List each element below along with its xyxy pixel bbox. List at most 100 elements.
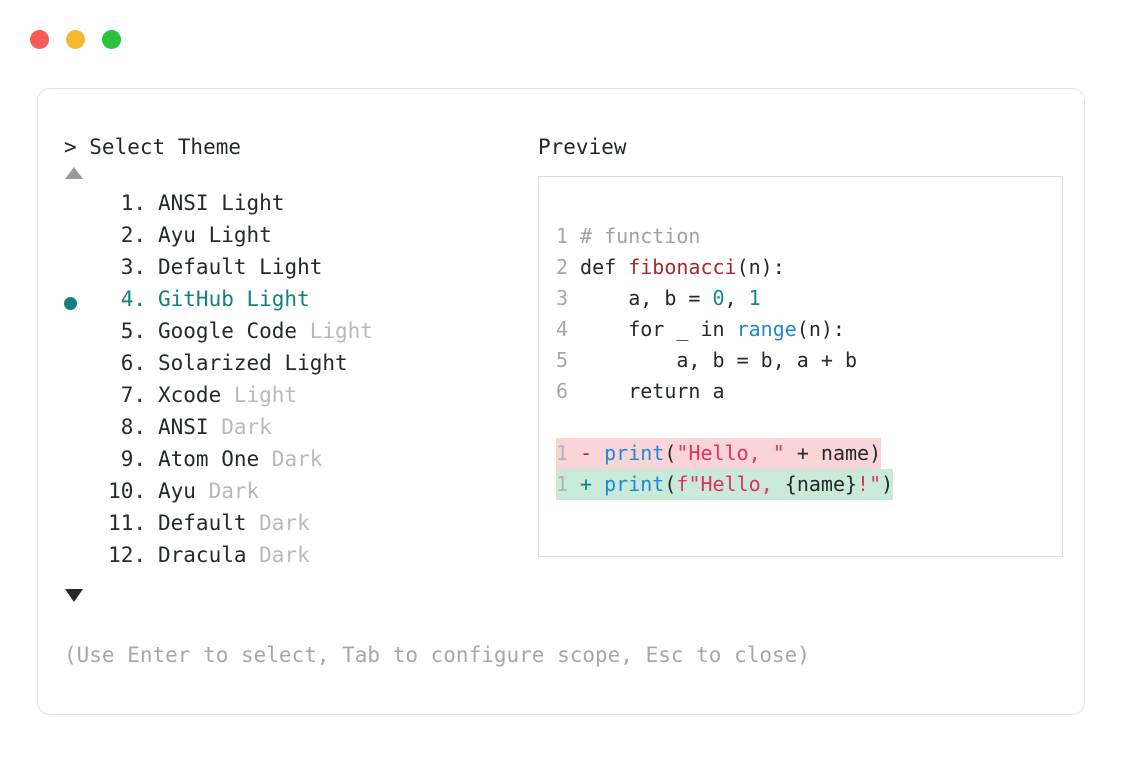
theme-item-variant: Dark — [246, 543, 310, 567]
code-token: a, b = — [568, 286, 713, 310]
code-token: ( — [664, 441, 677, 465]
code-line: 6 return a — [556, 376, 1062, 407]
diff-sign: + — [568, 472, 593, 496]
code-token — [592, 472, 604, 496]
theme-item-variant: Light — [208, 191, 285, 215]
theme-list-item[interactable]: 8. ANSI Dark — [64, 415, 534, 447]
code-token: a, b = b, a + b — [568, 348, 857, 372]
theme-item-name: Google Code — [158, 319, 298, 343]
theme-item-index: 11. — [108, 511, 146, 535]
code-token: print — [604, 441, 665, 465]
theme-list-item[interactable]: 10.Ayu Dark — [64, 479, 534, 511]
selection-bullet-slot — [64, 287, 94, 319]
theme-item-name: ANSI — [158, 191, 209, 215]
minimize-button[interactable] — [66, 30, 85, 49]
selection-bullet-slot — [64, 319, 94, 351]
triangle-down-icon[interactable] — [65, 589, 83, 602]
maximize-button[interactable] — [102, 30, 121, 49]
line-number: 1 — [556, 472, 569, 496]
theme-item-variant: Light — [297, 319, 373, 343]
theme-item-variant: Light — [195, 223, 272, 247]
theme-list-item[interactable]: 5.Google Code Light — [64, 319, 534, 351]
code-token: (n): — [736, 255, 785, 279]
line-number: 4 — [556, 317, 569, 341]
preview-label: Preview — [538, 135, 627, 159]
theme-list-item[interactable]: 3.Default Light — [64, 255, 534, 287]
code-token: , — [724, 286, 749, 310]
diff-sign: - — [568, 441, 593, 465]
theme-item-name: Solarized — [158, 351, 272, 375]
code-line: 4 for _ in range(n): — [556, 314, 1062, 345]
theme-item-name: Ayu — [158, 223, 196, 247]
line-number: 5 — [556, 348, 569, 372]
line-number: 1 — [556, 224, 569, 248]
code-line: 3 a, b = 0, 1 — [556, 283, 1062, 314]
theme-list-item[interactable]: 7.Xcode Light — [64, 383, 534, 415]
theme-item-name: GitHub — [158, 287, 234, 311]
code-token: 0 — [712, 286, 725, 310]
theme-item-index: 3. — [120, 255, 146, 279]
code-token: return a — [568, 379, 725, 403]
keyboard-hint: (Use Enter to select, Tab to configure s… — [64, 643, 810, 667]
code-token: # function — [580, 224, 701, 248]
theme-item-variant: Dark — [259, 447, 323, 471]
theme-item-index: 1. — [120, 191, 146, 215]
selection-bullet-slot — [64, 511, 94, 543]
theme-item-index: 4. — [120, 287, 146, 311]
triangle-up-icon[interactable] — [65, 167, 83, 179]
close-button[interactable] — [30, 30, 49, 49]
selection-bullet-slot — [64, 255, 94, 287]
line-number: 2 — [556, 255, 569, 279]
theme-item-name: Xcode — [158, 383, 222, 407]
theme-item-index: 12. — [108, 543, 146, 567]
theme-item-index: 9. — [120, 447, 146, 471]
theme-item-index: 2. — [120, 223, 146, 247]
code-token: def — [580, 255, 629, 279]
selection-bullet-slot — [64, 191, 94, 223]
selection-bullet-slot — [64, 223, 94, 255]
theme-list-item[interactable]: 2. Ayu Light — [64, 223, 534, 255]
code-token: fibonacci — [628, 255, 737, 279]
code-token: range — [736, 317, 797, 341]
diff-line-removed: 1 - print("Hello, " + name) — [556, 438, 882, 469]
theme-list-item[interactable]: 4. GitHub Light — [64, 287, 534, 319]
code-token: !" — [857, 472, 882, 496]
theme-item-variant: Dark — [246, 511, 310, 535]
theme-item-variant: Light — [271, 351, 348, 375]
theme-item-name: Atom One — [158, 447, 260, 471]
selection-bullet-icon — [64, 296, 77, 310]
diff-lines: 1 - print("Hello, " + name)1 + print(f"H… — [556, 438, 1062, 500]
theme-item-index: 6. — [120, 351, 146, 375]
code-token: (n): — [796, 317, 845, 341]
theme-item-variant: Dark — [208, 415, 272, 439]
code-token: + name) — [784, 441, 882, 465]
code-token: for _ in — [568, 317, 737, 341]
theme-item-variant: Light — [233, 287, 310, 311]
code-token: ) — [881, 472, 894, 496]
line-number: 6 — [556, 379, 569, 403]
theme-list-item[interactable]: 1. ANSI Light — [64, 191, 534, 223]
selection-bullet-slot — [64, 447, 94, 479]
theme-list-item[interactable]: 6. Solarized Light — [64, 351, 534, 383]
theme-item-index: 8. — [120, 415, 146, 439]
theme-item-name: Default — [158, 255, 247, 279]
diff-line-added: 1 + print(f"Hello, {name}!") — [556, 469, 894, 500]
code-token: "Hello, " — [676, 441, 785, 465]
selection-bullet-slot — [64, 543, 94, 575]
code-token — [592, 441, 604, 465]
selection-bullet-slot — [64, 351, 94, 383]
code-token: ( — [664, 472, 677, 496]
code-token: f"Hello, — [676, 472, 785, 496]
theme-list-item[interactable]: 12.Dracula Dark — [64, 543, 534, 575]
code-line: 1 # function — [556, 221, 1062, 252]
theme-list-item[interactable]: 11.Default Dark — [64, 511, 534, 543]
theme-item-name: ANSI — [158, 415, 209, 439]
code-line: 2 def fibonacci(n): — [556, 252, 1062, 283]
theme-list-item[interactable]: 9. Atom One Dark — [64, 447, 534, 479]
